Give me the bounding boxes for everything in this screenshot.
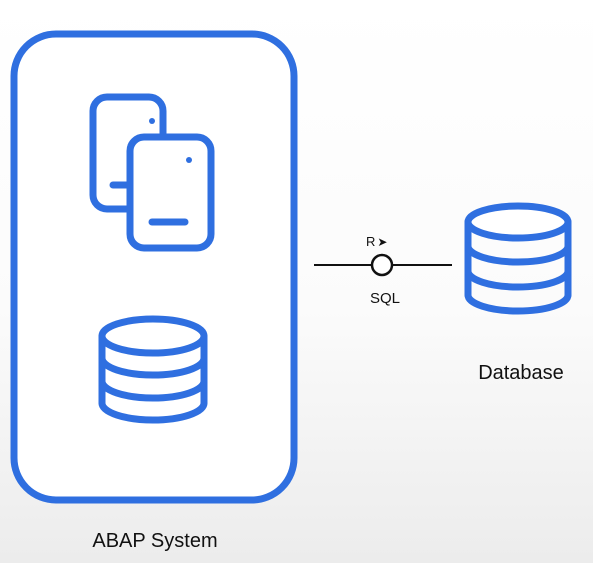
read-access-label: R ➤	[366, 234, 387, 249]
abap-system-label: ABAP System	[92, 530, 218, 552]
abap-system-box	[10, 30, 298, 504]
program-files-icon	[89, 93, 215, 252]
external-database-icon	[464, 202, 572, 315]
interface-circle	[370, 253, 394, 277]
database-label: Database	[478, 362, 564, 384]
internal-database-icon	[98, 315, 208, 424]
arrow-right-icon: ➤	[377, 234, 388, 249]
sql-label: SQL	[369, 290, 400, 307]
read-access-letter: R	[366, 234, 376, 249]
